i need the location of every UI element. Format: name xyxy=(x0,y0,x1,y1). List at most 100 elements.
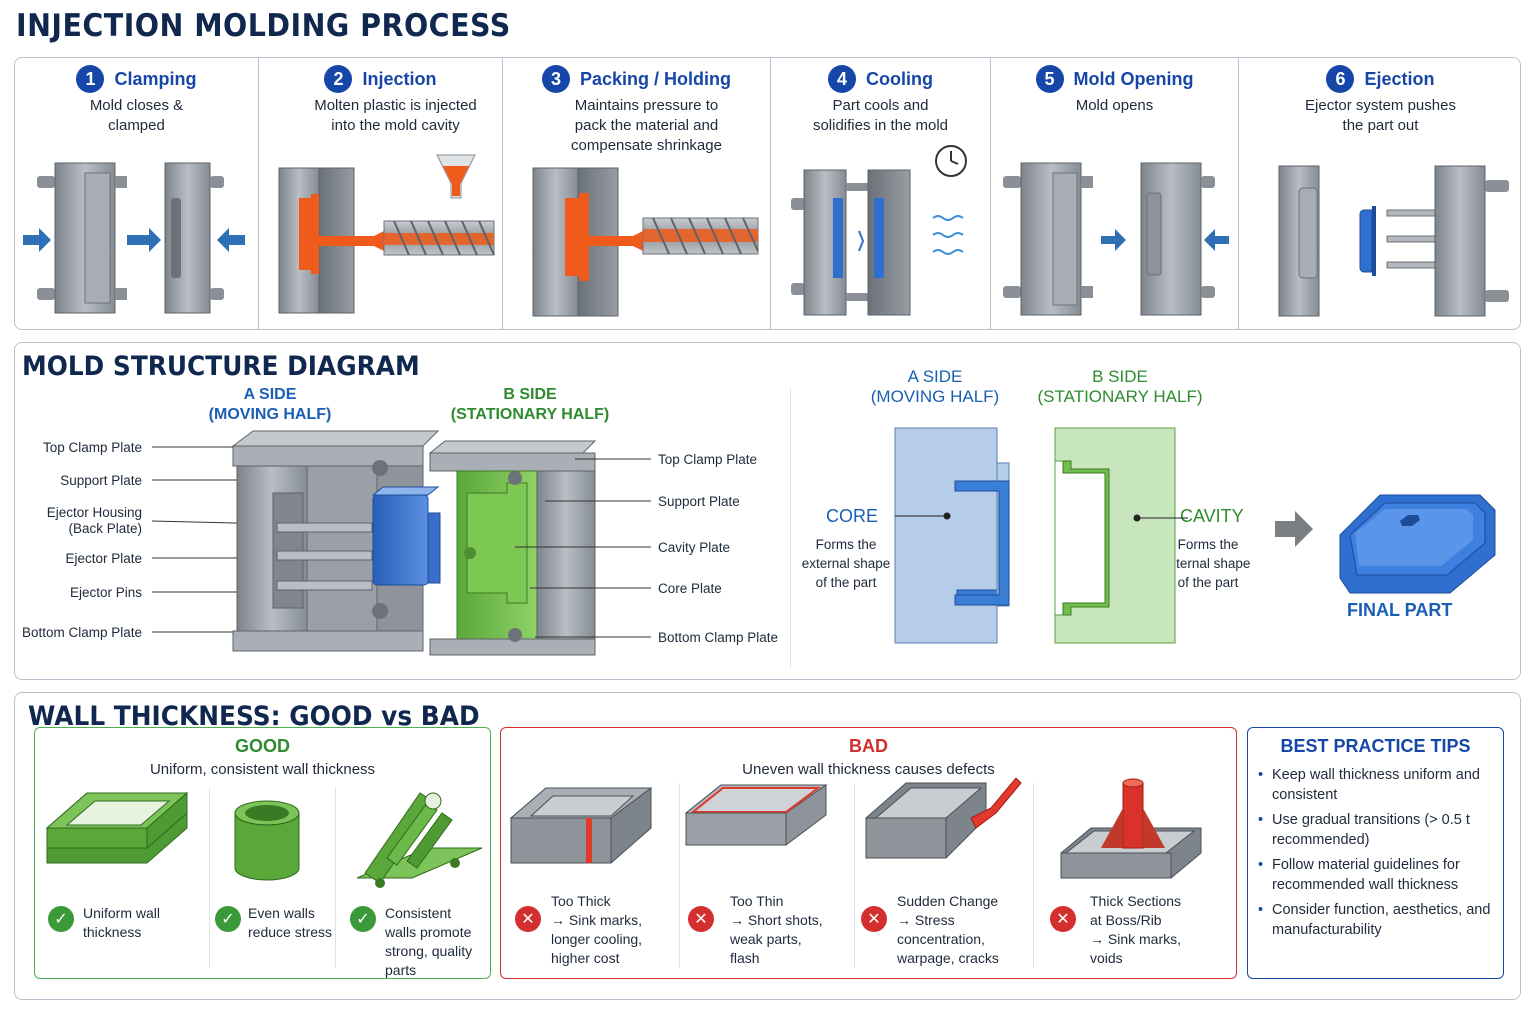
good-item-caption: Uniform wall thickness xyxy=(83,905,161,940)
tip-item: Use gradual transitions (> 0.5 t recomme… xyxy=(1256,810,1493,850)
wall-thickness-panel: WALL THICKNESS: GOOD vs BAD GOOD Uniform… xyxy=(14,692,1521,1000)
step-number: 6 xyxy=(1326,65,1355,93)
caption-line: flash xyxy=(730,950,760,966)
tip-item: Consider function, aesthetics, and manuf… xyxy=(1256,900,1493,940)
label-cavity-plate: Cavity Plate xyxy=(658,540,731,555)
bad-examples-illustration xyxy=(509,778,1202,879)
core-a-side-label: A SIDE (MOVING HALF) xyxy=(855,367,1015,407)
step-description: Part cools and solidifies in the mold xyxy=(812,97,949,134)
tip-item: Follow material guidelines for recommend… xyxy=(1256,855,1493,895)
caption-line: higher cost xyxy=(551,950,620,966)
bad-box: BAD Uneven wall thickness causes defects xyxy=(500,727,1237,979)
label-ejector-plate: Ejector Plate xyxy=(65,551,142,566)
check-icon: ✓ xyxy=(215,906,241,932)
tips-title: BEST PRACTICE TIPS xyxy=(1280,736,1471,756)
step-description: Maintains pressure to pack the material … xyxy=(571,97,722,154)
good-box: GOOD Uniform, consistent wall thickness … xyxy=(34,727,491,979)
label-top-clamp-plate-a: Top Clamp Plate xyxy=(42,440,142,455)
bad-title: BAD xyxy=(849,736,888,756)
caption-line: Thick Sections xyxy=(1090,893,1182,909)
core-cavity-diagram xyxy=(894,427,1496,644)
core-label: CORE xyxy=(826,506,879,526)
section-title: MOLD STRUCTURE DIAGRAM xyxy=(22,351,420,382)
core-description: Forms the external shape of the part xyxy=(801,537,891,590)
a-side-subtitle: (MOVING HALF) xyxy=(208,406,332,423)
clamping-illustration xyxy=(23,162,245,314)
mold-structure-panel: MOLD STRUCTURE DIAGRAM A SIDE (MOVING HA… xyxy=(14,342,1521,680)
mold-3d-illustration xyxy=(151,430,651,656)
good-item-caption: Even walls reduce stress xyxy=(248,905,333,940)
ejection-illustration xyxy=(1278,165,1509,317)
step-description: Mold closes & clamped xyxy=(89,97,184,134)
label-bottom-clamp-plate-b: Bottom Clamp Plate xyxy=(658,630,779,645)
step-number: 2 xyxy=(324,65,353,93)
mold-opening-illustration xyxy=(1003,162,1229,316)
label-top-clamp-plate-b: Top Clamp Plate xyxy=(658,452,758,467)
label-ejector-housing: Ejector Housing (Back Plate) xyxy=(46,505,142,536)
page-title: INJECTION MOLDING PROCESS xyxy=(16,8,511,44)
good-examples-illustration xyxy=(45,791,483,888)
step-number: 5 xyxy=(1035,65,1064,93)
caption-line: → Sink marks, xyxy=(1090,931,1182,947)
step-mold-opening: 5 Mold Opening Mold opens xyxy=(991,58,1239,329)
step-ejection: 6 Ejection Ejector system pushes the part… xyxy=(1239,58,1522,329)
caption-line: Sudden Change xyxy=(897,893,999,909)
step-number: 1 xyxy=(76,65,105,93)
bad-item-caption: Too Thick → Sink marks, longer cooling, … xyxy=(551,892,671,968)
step-number: 3 xyxy=(541,65,570,93)
bad-subtitle: Uneven wall thickness causes defects xyxy=(742,761,995,778)
b-side-subtitle: (STATIONARY HALF) xyxy=(450,406,610,423)
caption-line: → Sink marks, xyxy=(551,912,643,928)
bad-item-caption: Thick Sections at Boss/Rib → Sink marks,… xyxy=(1090,892,1220,968)
b-side-subtitle: (STATIONARY HALF) xyxy=(1037,387,1203,406)
step-title: Cooling xyxy=(866,68,933,89)
cavity-b-side-label: B SIDE (STATIONARY HALF) xyxy=(1035,367,1205,407)
a-side-title: A SIDE xyxy=(243,386,297,403)
b-side-title: B SIDE xyxy=(503,386,557,403)
label-ejector-pins: Ejector Pins xyxy=(69,585,142,600)
caption-line: concentration, xyxy=(897,931,985,947)
caption-line: at Boss/Rib xyxy=(1090,912,1162,928)
step-description: Ejector system pushes the part out xyxy=(1305,97,1456,134)
caption-line: weak parts, xyxy=(730,931,802,947)
packing-illustration xyxy=(532,167,759,317)
b-side-label: B SIDE (STATIONARY HALF) xyxy=(440,385,620,425)
cross-icon: ✕ xyxy=(1050,906,1076,932)
a-side-subtitle: (MOVING HALF) xyxy=(870,387,1000,406)
tip-item: Keep wall thickness uniform and consiste… xyxy=(1256,765,1493,805)
step-number: 4 xyxy=(828,65,856,93)
check-icon: ✓ xyxy=(350,906,376,932)
bad-item-caption: Sudden Change → Stress concentration, wa… xyxy=(897,892,1027,968)
tips-list: Keep wall thickness uniform and consiste… xyxy=(1256,765,1493,945)
step-title: Ejection xyxy=(1364,68,1435,89)
step-title: Mold Opening xyxy=(1073,68,1194,89)
injection-illustration xyxy=(278,154,495,314)
step-description: Mold opens xyxy=(1075,97,1154,114)
final-part-label: FINAL PART xyxy=(1347,600,1453,620)
a-side-label: A SIDE (MOVING HALF) xyxy=(195,385,345,425)
good-item-caption: Consistent walls promote strong, quality… xyxy=(385,905,473,978)
a-side-title: A SIDE xyxy=(907,367,963,386)
check-icon: ✓ xyxy=(48,906,74,932)
good-subtitle: Uniform, consistent wall thickness xyxy=(149,761,376,778)
label-support-plate-a: Support Plate xyxy=(60,473,142,488)
step-title: Packing / Holding xyxy=(579,68,731,89)
cooling-illustration xyxy=(791,145,967,316)
label-support-plate-b: Support Plate xyxy=(658,494,740,509)
cross-icon: ✕ xyxy=(861,906,887,932)
caption-line: → Stress xyxy=(897,912,955,928)
cross-icon: ✕ xyxy=(515,906,541,932)
best-practice-tips-box: BEST PRACTICE TIPS Keep wall thickness u… xyxy=(1247,727,1504,979)
caption-line: warpage, cracks xyxy=(897,950,999,966)
label-core-plate: Core Plate xyxy=(658,581,722,596)
bad-item-caption: Too Thin → Short shots, weak parts, flas… xyxy=(730,892,850,968)
cavity-description: Forms the internal shape of the part xyxy=(1165,537,1251,590)
caption-line: voids xyxy=(1090,950,1123,966)
section-title: WALL THICKNESS: GOOD vs BAD xyxy=(28,701,480,732)
label-bottom-clamp-plate-a: Bottom Clamp Plate xyxy=(21,625,142,640)
caption-line: Too Thin xyxy=(730,893,784,909)
caption-line: Too Thick xyxy=(551,893,611,909)
